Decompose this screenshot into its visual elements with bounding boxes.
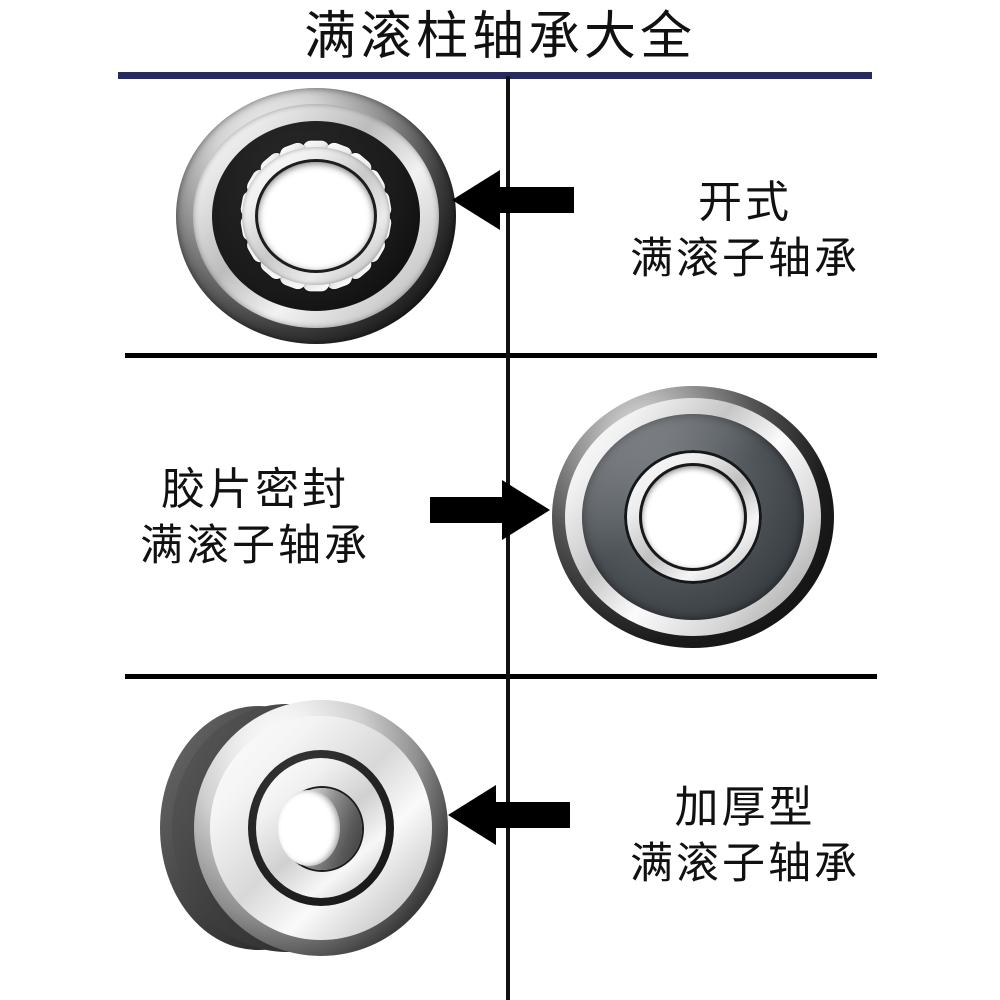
label-open-type: 开式 满滚子轴承 xyxy=(510,175,980,287)
row-divider-2 xyxy=(125,674,877,679)
pointer-arrow-open-type xyxy=(452,170,574,230)
bore xyxy=(642,466,744,568)
label-line-1: 加厚型 xyxy=(674,782,816,833)
label-thickened: 加厚型 满滚子轴承 xyxy=(510,780,980,892)
label-line-2: 满滚子轴承 xyxy=(630,234,860,284)
title-underline-rule xyxy=(118,72,872,79)
bore xyxy=(278,790,340,866)
page-title: 满滚柱轴承大全 xyxy=(303,7,696,67)
arrow-head-icon xyxy=(452,170,500,230)
bearing-image-open-type xyxy=(176,88,456,344)
arrow-head-icon xyxy=(448,785,496,845)
arrow-head-icon xyxy=(502,480,550,540)
pointer-arrow-film-sealed xyxy=(430,480,552,540)
label-line-1: 胶片密封 xyxy=(161,464,349,515)
label-line-2: 满滚子轴承 xyxy=(630,839,860,889)
label-film-sealed: 胶片密封 满滚子轴承 xyxy=(20,462,490,574)
arrow-shaft xyxy=(430,497,506,523)
arrow-shaft xyxy=(494,802,570,828)
row-divider-1 xyxy=(125,353,877,358)
bore xyxy=(258,162,374,270)
bearing-image-film-sealed xyxy=(552,386,834,648)
arrow-shaft xyxy=(498,187,574,213)
bearing-image-thickened xyxy=(160,700,460,956)
label-line-2: 满滚子轴承 xyxy=(140,521,370,571)
pointer-arrow-thickened xyxy=(448,785,570,845)
label-line-1: 开式 xyxy=(698,177,792,228)
